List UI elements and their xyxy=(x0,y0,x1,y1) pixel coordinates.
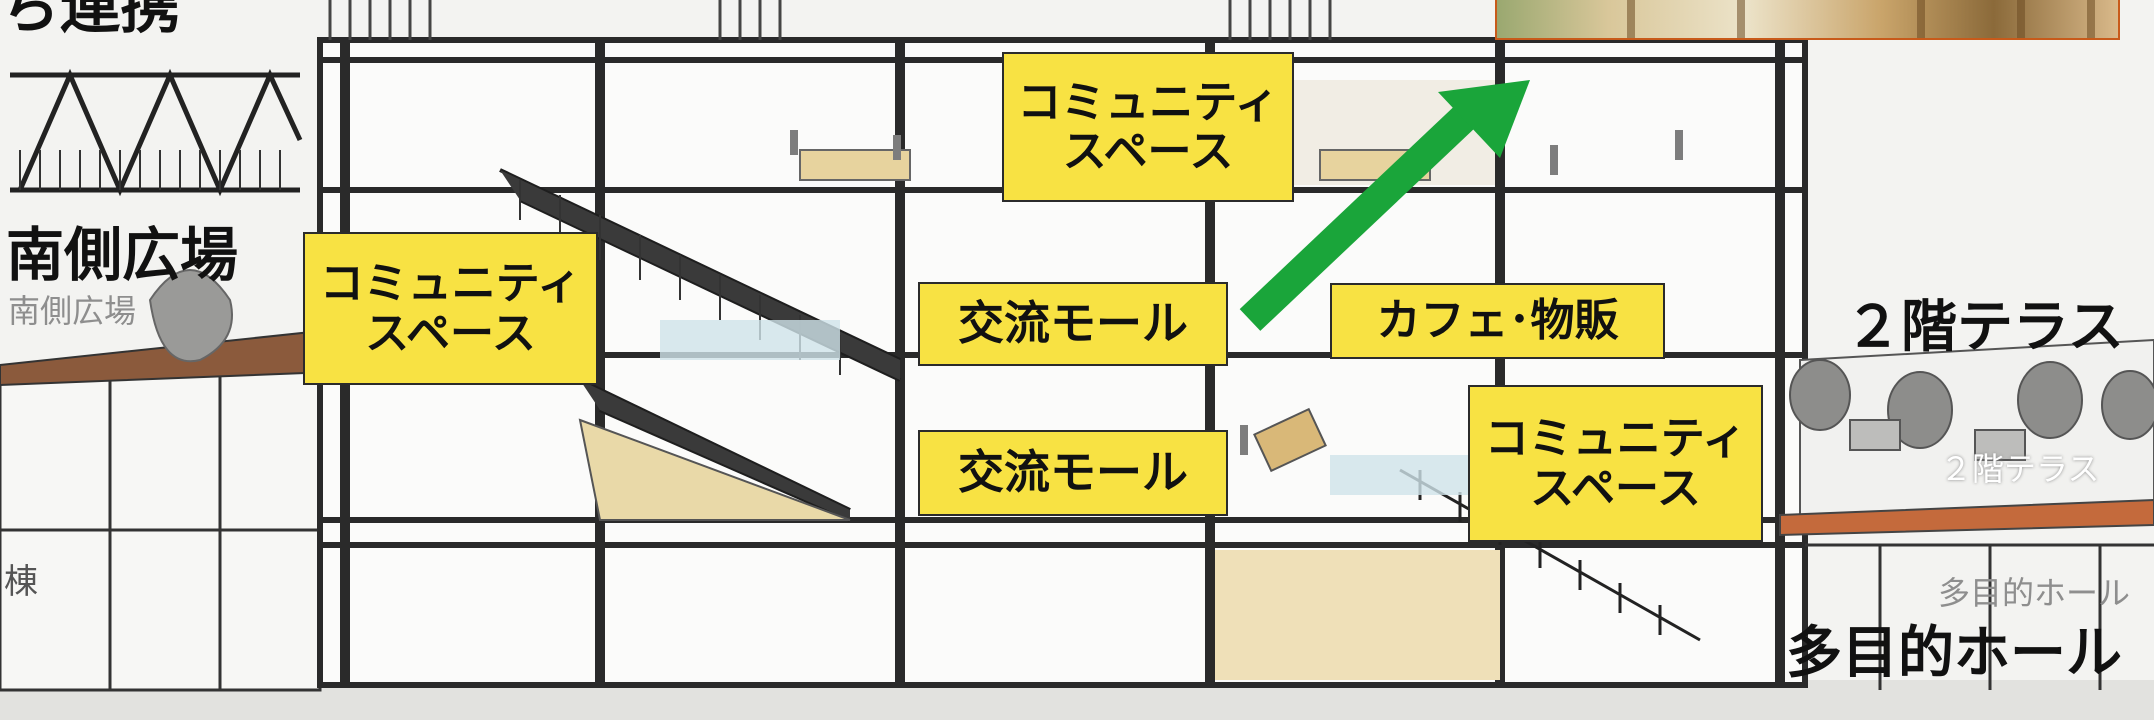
label-building-small: 棟 xyxy=(4,562,38,602)
bridge-truss xyxy=(10,68,303,197)
label-multipurpose-hall-small: 多目的ホール xyxy=(1938,574,2131,612)
stair-fill-lower xyxy=(580,380,850,520)
callout-exchange-mall-upper: 交流モール xyxy=(918,282,1228,366)
ramp-wood xyxy=(1253,407,1327,473)
label-south-plaza-small: 南側広場 xyxy=(8,292,137,330)
green-arrow xyxy=(1239,80,1530,331)
lower-hall-room xyxy=(1215,550,1500,680)
callout-exchange-mall-lower: 交流モール xyxy=(918,430,1228,516)
hall-structure xyxy=(1805,543,2154,690)
glass-panel xyxy=(660,320,840,360)
callout-line: 交流モール xyxy=(958,445,1188,500)
label-second-floor-terrace-small: ２階テラス xyxy=(1940,450,2100,488)
interior-photo-inset xyxy=(1495,0,2120,40)
left-annex xyxy=(0,368,322,692)
callout-cafe-retail: カフェ･物販 xyxy=(1330,283,1665,359)
glass-panel-2 xyxy=(1330,455,1480,495)
label-multipurpose-hall: 多目的ホール xyxy=(1786,621,2122,686)
callout-line: スペース xyxy=(1530,462,1701,514)
roof-louvers xyxy=(328,0,1332,40)
stair-wood xyxy=(578,418,851,521)
callout-line: コミュニティ xyxy=(1017,76,1279,128)
callout-line: 交流モール xyxy=(958,296,1188,351)
terrace-wood-floor xyxy=(1779,498,2154,537)
callout-line: コミュニティ xyxy=(1484,413,1747,465)
label-south-plaza: 南側広場 xyxy=(6,221,239,289)
tree-left xyxy=(148,269,233,363)
counter xyxy=(799,149,911,181)
terrace-trees xyxy=(1789,359,2154,449)
callout-line: コミュニティ xyxy=(319,258,582,310)
terrace-bench xyxy=(1849,419,1901,451)
callout-community-space-top: コミュニティ スペース xyxy=(1002,52,1294,202)
terrace-bench-2 xyxy=(1974,429,2026,461)
callout-line: カフェ･物販 xyxy=(1376,295,1619,347)
callout-community-space-right: コミュニティ スペース xyxy=(1468,385,1763,542)
callout-community-space-left: コミュニティ スペース xyxy=(303,232,598,385)
callout-line: スペース xyxy=(1062,126,1234,177)
label-second-floor-terrace: ２階テラス xyxy=(1845,295,2124,360)
callout-line: スペース xyxy=(365,307,536,359)
label-top-left-partial: ち連携 xyxy=(0,0,180,42)
bridge-railing xyxy=(19,150,281,190)
